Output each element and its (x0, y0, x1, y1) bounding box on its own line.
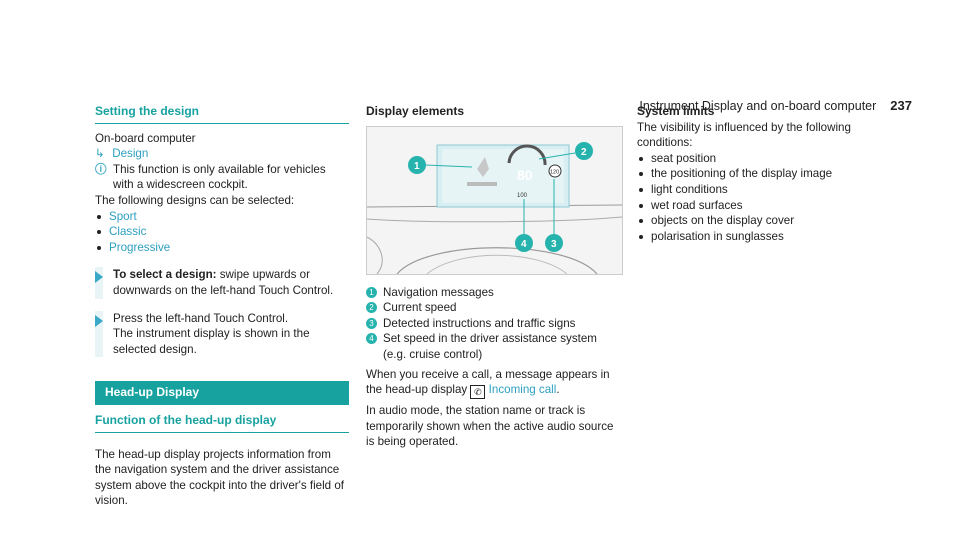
note-text: This function is only available for vehi… (113, 162, 326, 192)
callout-2: 2 (581, 147, 587, 158)
page-header: Instrument Display and on-board computer… (639, 98, 912, 113)
list-item: wet road surfaces (637, 198, 892, 214)
design-progressive-link[interactable]: Progressive (95, 240, 349, 256)
info-icon: ⓘ (95, 162, 107, 176)
speed-limit-sign: 120 (550, 169, 559, 175)
step1-text: swipe upwards or downwards on the left-h… (113, 268, 334, 297)
legend-item: 2 Current speed (366, 300, 621, 316)
badge-4: 4 (366, 333, 377, 345)
breadcrumb: ↳ Design (95, 146, 349, 162)
badge-3: 3 (366, 317, 377, 329)
page-number: 237 (890, 98, 912, 113)
hud-illustration: 80 120 100 1 2 3 4 (367, 126, 622, 274)
legend-list: 1 Navigation messages 2 Current speed 3 Det… (366, 285, 621, 363)
badge-2: 2 (366, 302, 377, 314)
set-speed-value: 100 (517, 193, 528, 199)
step-press-control: Press the left-hand Touch Control. The i… (95, 310, 349, 358)
legend-item: 1 Navigation messages (366, 285, 621, 301)
column-right: System limits The visibility is influenc… (637, 104, 892, 244)
design-link[interactable]: Design (112, 147, 149, 161)
play-icon (95, 314, 103, 327)
column-left: Setting the design On-board computer ↳ D… (95, 104, 349, 509)
list-item: light conditions (637, 182, 892, 198)
legend-text: Navigation messages (383, 285, 494, 299)
breadcrumb-root: On-board computer (95, 131, 196, 145)
phone-icon: ✆ (470, 385, 486, 400)
callout-1: 1 (414, 161, 420, 172)
design-classic-link[interactable]: Classic (95, 224, 349, 240)
step-select-design: To select a design: swipe upwards or dow… (95, 267, 349, 299)
incoming-call-paragraph: When you receive a call, a message appea… (366, 367, 621, 400)
legend-text: Set speed in the driver assistance syste… (383, 332, 597, 361)
head-up-display-banner: Head-up Display (95, 381, 349, 405)
list-item: polarisation in sunglasses (637, 229, 892, 245)
step2-line2: The instrument display is shown in the s… (113, 327, 310, 356)
system-limits-intro: The visibility is influenced by the foll… (637, 120, 851, 150)
step1-bold: To select a design: (113, 268, 217, 282)
incoming-call-link[interactable]: Incoming call (488, 383, 557, 397)
display-elements-heading: Display elements (366, 104, 465, 118)
list-item: the positioning of the display image (637, 166, 892, 182)
hud-figure: 80 120 100 1 2 3 4 (366, 125, 623, 275)
audio-paragraph: In audio mode, the station name or track… (366, 404, 614, 449)
callout-3: 3 (551, 239, 557, 250)
step2-line1: Press the left-hand Touch Control. (113, 311, 289, 325)
legend-text: Current speed (383, 301, 457, 315)
step-marker (95, 267, 103, 299)
step-marker (95, 310, 103, 358)
designs-intro: The following designs can be selected: (95, 193, 295, 207)
legend-text: Detected instructions and traffic signs (383, 316, 576, 330)
badge-1: 1 (366, 286, 377, 298)
note: ⓘ This function is only available for ve… (95, 162, 349, 193)
legend-item: 3 Detected instructions and traffic signs (366, 316, 621, 332)
function-body: The head-up display projects information… (95, 447, 345, 508)
section-heading-setting-design: Setting the design (95, 104, 349, 124)
header-title: Instrument Display and on-board computer (639, 99, 877, 113)
design-sport-link[interactable]: Sport (95, 209, 349, 225)
play-icon (95, 271, 103, 284)
column-middle: Display elements 80 120 100 (366, 104, 623, 450)
list-item: seat position (637, 151, 892, 167)
function-subheading: Function of the head-up display (95, 413, 349, 433)
callout-4: 4 (521, 239, 527, 250)
arrow-icon: ↳ (95, 147, 105, 161)
para1-end: . (556, 383, 560, 397)
list-item: objects on the display cover (637, 213, 892, 229)
legend-item: 4 Set speed in the driver assistance syst… (366, 331, 621, 362)
system-limits-heading: System limits (637, 104, 715, 118)
current-speed-value: 80 (517, 167, 533, 183)
para1-text: When you receive a call, a message appea… (366, 367, 610, 397)
